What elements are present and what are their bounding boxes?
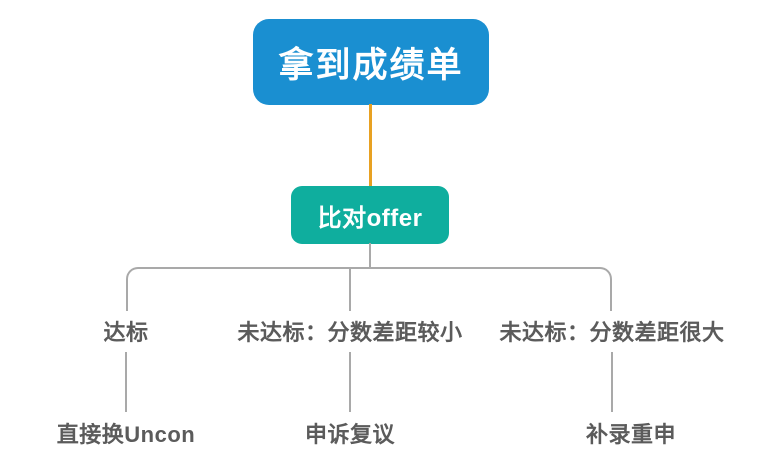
branch-action-1: 直接换Uncon: [56, 422, 196, 447]
branch-condition-3: 未达标：分数差距很大: [499, 320, 725, 345]
connector-compare-stem: [369, 243, 371, 269]
connector-branch-bracket: [126, 267, 612, 311]
connector-drop-2: [349, 352, 351, 412]
node-root[interactable]: 拿到成绩单: [253, 19, 489, 105]
node-root-label: 拿到成绩单: [278, 45, 464, 85]
node-compare-offer[interactable]: 比对offer: [291, 186, 449, 244]
connector-drop-3: [611, 352, 613, 412]
connector-drop-1: [125, 352, 127, 412]
connector-root-to-compare: [369, 104, 372, 187]
branch-action-2: 申诉复议: [304, 422, 396, 447]
branch-condition-2: 未达标：分数差距较小: [237, 320, 463, 345]
connector-branch-middle: [349, 269, 351, 311]
branch-condition-1: 达标: [103, 320, 149, 345]
branch-action-3: 补录重申: [585, 422, 677, 447]
node-compare-offer-label: 比对offer: [317, 204, 423, 232]
